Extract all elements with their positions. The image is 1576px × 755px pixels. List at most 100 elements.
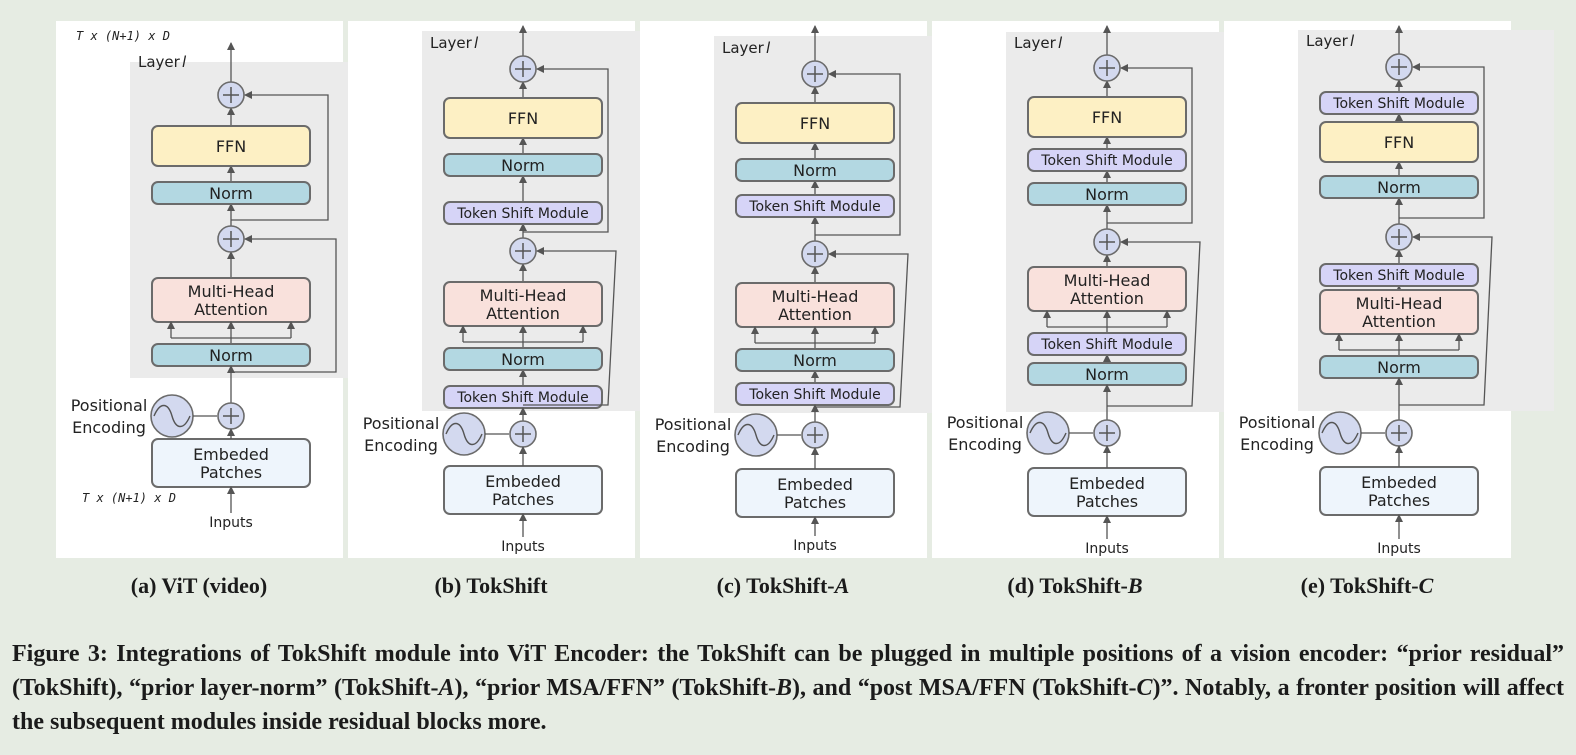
ffn-block xyxy=(1319,121,1479,163)
positional-label-2: Encoding xyxy=(1240,435,1314,454)
ffn-block xyxy=(1027,96,1187,138)
inputs-label: Inputs xyxy=(793,538,837,554)
embedded-patches-label-2: Patches xyxy=(1076,492,1138,511)
norm-block-label: Norm xyxy=(793,351,837,370)
token-shift-module-label: Token Shift Module xyxy=(748,387,880,403)
pos-add-icon xyxy=(515,426,531,442)
residual-skip-1 xyxy=(231,91,329,221)
positional-label-2: Encoding xyxy=(948,435,1022,454)
sine-wave-icon xyxy=(737,423,775,447)
layer-index: l xyxy=(474,34,479,52)
layer-title: Layer xyxy=(430,34,473,52)
token-shift-module xyxy=(1319,263,1479,287)
token-shift-module xyxy=(443,201,603,225)
pos-add-icon xyxy=(1391,425,1407,441)
token-shift-module-label: Token Shift Module xyxy=(748,199,880,215)
caption-tokshift-c: (e) TokShift-C xyxy=(1300,573,1434,598)
pos-add-icon xyxy=(807,427,823,443)
norm-block xyxy=(443,347,603,371)
caption-tokshift-b: (d) TokShift-B xyxy=(1007,573,1143,598)
mha-block-label-1: Multi-Head xyxy=(188,282,275,301)
dims-label-bottom: T x (N+1) x D xyxy=(82,491,176,505)
layer-index: l xyxy=(182,53,187,71)
residual-skip-2 xyxy=(523,247,617,406)
token-shift-module xyxy=(1319,91,1479,115)
token-shift-module-label: Token Shift Module xyxy=(456,390,588,406)
caption-tokshift-a: (c) TokShift-A xyxy=(716,573,850,598)
ffn-block xyxy=(443,97,603,139)
caption-vit: (a) ViT (video) xyxy=(130,573,268,598)
residual-add-icon xyxy=(223,231,239,247)
norm-block-label: Norm xyxy=(1085,365,1129,384)
sine-wave-icon xyxy=(445,422,483,446)
ffn-block xyxy=(735,102,895,144)
sine-wave-icon xyxy=(1029,421,1067,445)
norm-block-label: Norm xyxy=(1085,185,1129,204)
norm-block-label: Norm xyxy=(501,350,545,369)
norm-block-label: Norm xyxy=(1377,178,1421,197)
residual-add-icon xyxy=(1099,234,1115,250)
residual-skip-2 xyxy=(1107,238,1201,407)
caption-tokshift: (b) TokShift xyxy=(434,573,548,598)
layer-background xyxy=(1298,30,1554,411)
residual-skip-1 xyxy=(523,65,609,233)
mha-block-label-1: Multi-Head xyxy=(480,286,567,305)
inputs-label: Inputs xyxy=(1377,541,1421,557)
residual-add-icon xyxy=(515,61,531,77)
positional-label-1: Positional xyxy=(1239,413,1316,432)
pos-add-icon xyxy=(223,408,239,424)
ffn-block xyxy=(151,125,311,167)
inputs-label: Inputs xyxy=(1085,541,1129,557)
norm-block-label: Norm xyxy=(209,346,253,365)
layer-title: Layer xyxy=(1014,34,1057,52)
residual-add-icon xyxy=(223,87,239,103)
figure-caption: Figure 3: Integrations of TokShift modul… xyxy=(12,641,1564,735)
mha-block-label-1: Multi-Head xyxy=(1356,294,1443,313)
ffn-block-label: FFN xyxy=(800,114,830,133)
norm-block xyxy=(735,348,895,372)
residual-skip-1 xyxy=(815,70,901,236)
norm-block-label: Norm xyxy=(1377,358,1421,377)
residual-add-icon xyxy=(1391,59,1407,75)
pos-add-icon xyxy=(1099,425,1115,441)
embedded-patches-label-1: Embeded xyxy=(777,475,853,494)
layer-index: l xyxy=(766,39,771,57)
residual-skip-1 xyxy=(1399,63,1485,219)
norm-block xyxy=(735,158,895,182)
embedded-patches-label-2: Patches xyxy=(492,490,554,509)
residual-add-icon xyxy=(807,66,823,82)
embedded-patches-label-2: Patches xyxy=(200,463,262,482)
layer-title: Layer xyxy=(138,53,181,71)
layer-title: Layer xyxy=(722,39,765,57)
norm-block xyxy=(443,153,603,177)
mha-block-label-2: Attention xyxy=(1362,312,1436,331)
positional-label-2: Encoding xyxy=(364,436,438,455)
residual-skip-1 xyxy=(1107,64,1193,224)
token-shift-module xyxy=(1027,332,1187,356)
layer-index: l xyxy=(1350,32,1355,50)
norm-block xyxy=(1027,182,1187,206)
token-shift-module-label: Token Shift Module xyxy=(1040,337,1172,353)
residual-skip-2 xyxy=(815,250,909,408)
diagram-vit: Layer lFFNNormMulti-HeadAttentionNormPos… xyxy=(71,29,386,531)
token-shift-module-label: Token Shift Module xyxy=(456,206,588,222)
ffn-block-label: FFN xyxy=(1384,133,1414,152)
token-shift-module xyxy=(735,194,895,218)
embedded-patches-label-1: Embeded xyxy=(485,472,561,491)
token-shift-module xyxy=(1027,148,1187,172)
positional-label-1: Positional xyxy=(655,415,732,434)
positional-label-1: Positional xyxy=(363,414,440,433)
residual-add-icon xyxy=(1391,229,1407,245)
positional-label-2: Encoding xyxy=(656,437,730,456)
inputs-label: Inputs xyxy=(501,539,545,555)
layer-title: Layer xyxy=(1306,32,1349,50)
positional-label-1: Positional xyxy=(71,396,148,415)
token-shift-module-label: Token Shift Module xyxy=(1332,268,1464,284)
ffn-block-label: FFN xyxy=(508,109,538,128)
